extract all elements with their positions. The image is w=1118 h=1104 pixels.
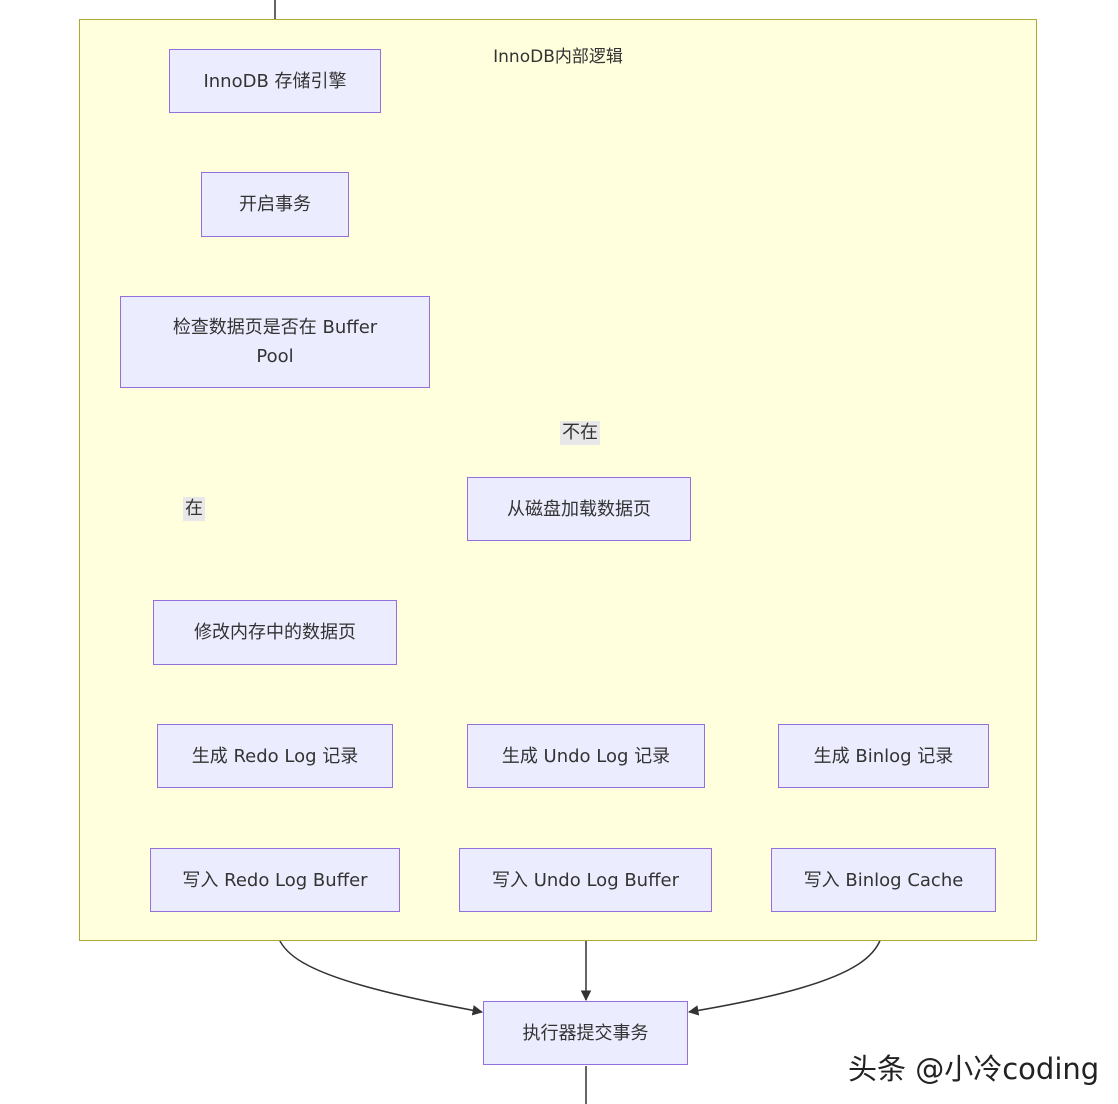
node-commit-transaction: 执行器提交事务	[483, 1001, 688, 1065]
node-generate-binlog-label: 生成 Binlog 记录	[813, 745, 954, 767]
node-generate-binlog: 生成 Binlog 记录	[778, 724, 989, 788]
node-check-buffer-pool: 检查数据页是否在 Buffer Pool	[120, 296, 430, 388]
watermark: 头条 @小冷coding	[848, 1052, 1100, 1086]
node-generate-redo-log: 生成 Redo Log 记录	[157, 724, 393, 788]
node-generate-redo-log-label: 生成 Redo Log 记录	[191, 745, 359, 767]
node-write-undo-buffer-label: 写入 Undo Log Buffer	[492, 869, 679, 891]
node-innodb-engine-label: InnoDB 存储引擎	[203, 70, 347, 92]
node-load-from-disk-label: 从磁盘加载数据页	[507, 498, 651, 520]
node-write-redo-buffer-label: 写入 Redo Log Buffer	[182, 869, 368, 891]
cluster-title: InnoDB内部逻辑	[493, 47, 623, 67]
node-generate-undo-log: 生成 Undo Log 记录	[467, 724, 705, 788]
node-commit-transaction-label: 执行器提交事务	[522, 1022, 649, 1044]
node-write-binlog-cache-label: 写入 Binlog Cache	[803, 869, 964, 891]
node-write-binlog-cache: 写入 Binlog Cache	[771, 848, 996, 912]
node-modify-page: 修改内存中的数据页	[153, 600, 397, 665]
node-generate-undo-log-label: 生成 Undo Log 记录	[501, 745, 671, 767]
node-write-undo-buffer: 写入 Undo Log Buffer	[459, 848, 712, 912]
node-load-from-disk: 从磁盘加载数据页	[467, 477, 691, 541]
node-begin-transaction-label: 开启事务	[239, 194, 311, 215]
edge-label-in-pool: 在	[183, 497, 205, 521]
node-innodb-engine: InnoDB 存储引擎	[169, 49, 381, 113]
node-modify-page-label: 修改内存中的数据页	[194, 622, 356, 643]
node-check-buffer-pool-label: 检查数据页是否在 Buffer Pool	[172, 317, 378, 367]
node-begin-transaction: 开启事务	[201, 172, 349, 237]
node-write-redo-buffer: 写入 Redo Log Buffer	[150, 848, 400, 912]
edge-label-not-in-pool: 不在	[560, 421, 600, 445]
